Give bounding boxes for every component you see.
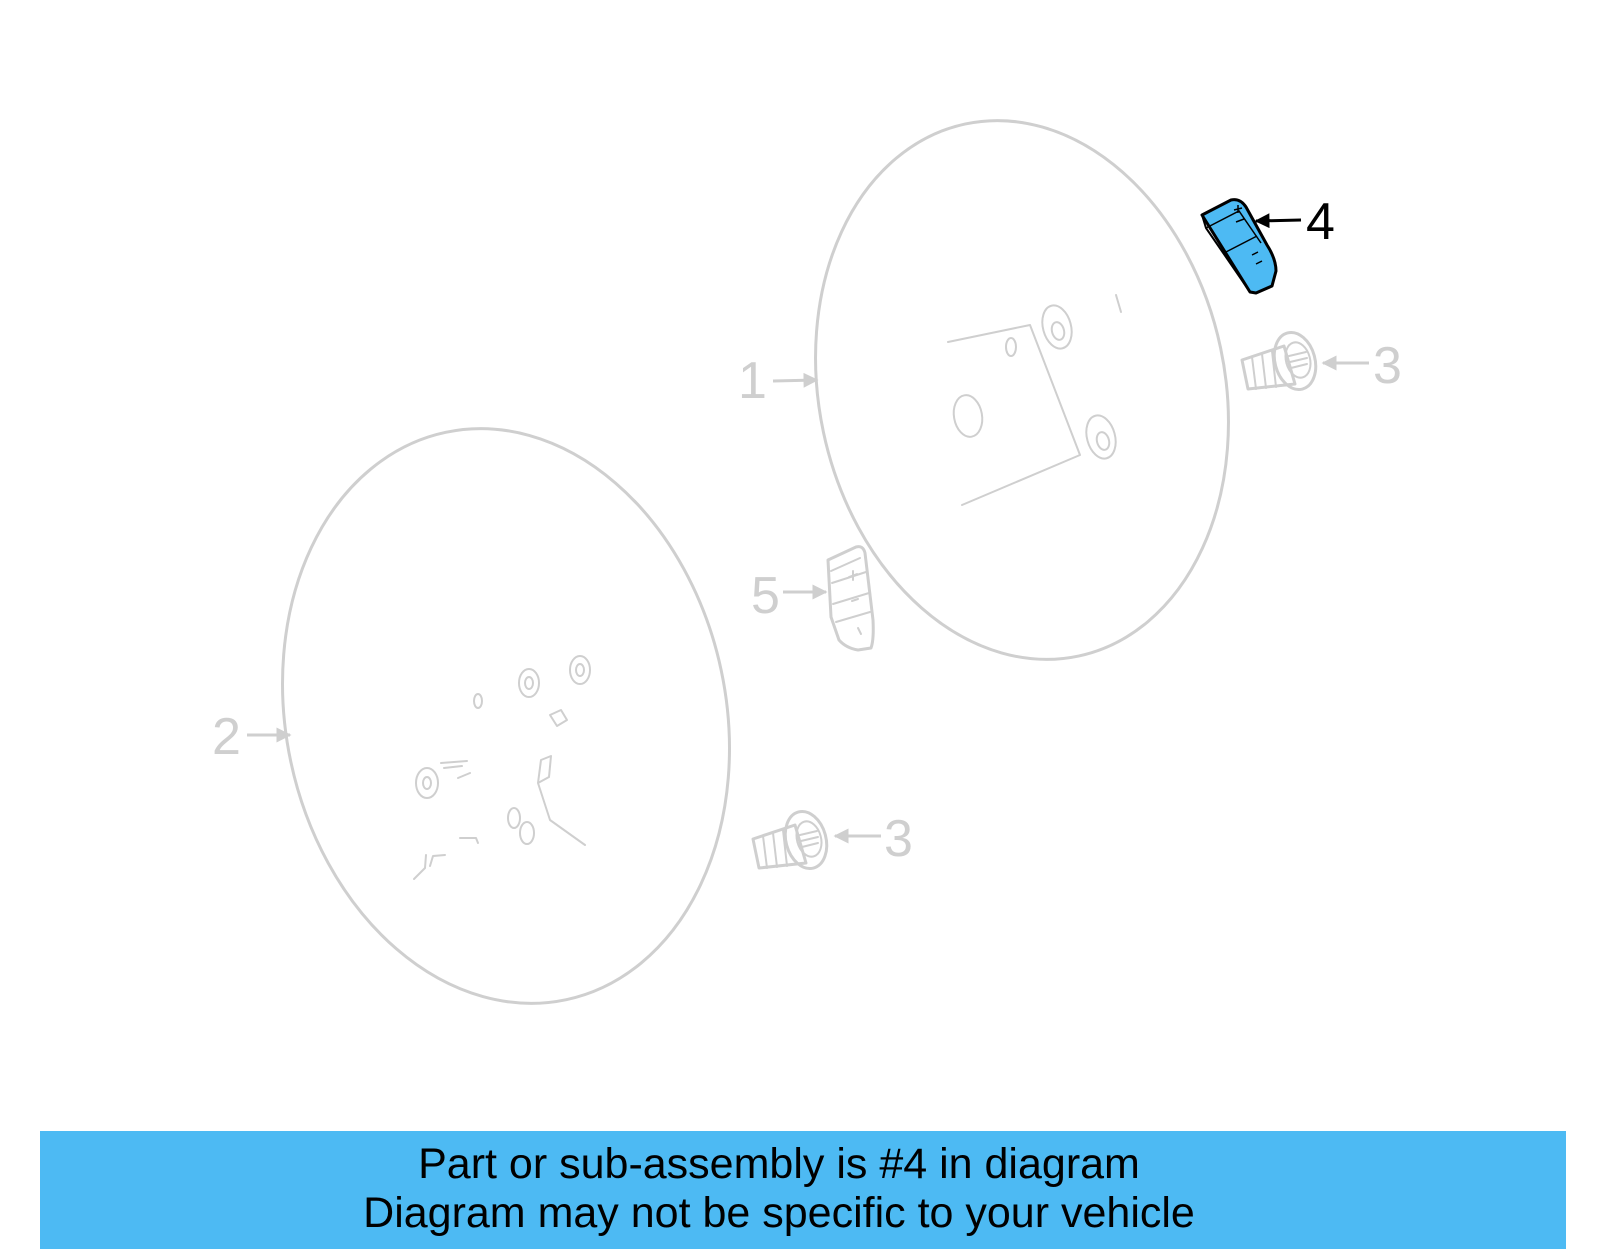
bolt-lower[interactable] bbox=[751, 807, 833, 873]
info-banner: Part or sub-assembly is #4 in diagram Di… bbox=[40, 1131, 1566, 1249]
callout-label-4: 4 bbox=[1306, 193, 1335, 251]
banner-line-part-number: Part or sub-assembly is #4 in diagram bbox=[418, 1140, 1140, 1188]
callout-label-3-lower: 3 bbox=[884, 810, 913, 868]
steering-wheel-1[interactable] bbox=[767, 82, 1277, 699]
bolt-upper[interactable] bbox=[1240, 328, 1322, 394]
callout-label-5: 5 bbox=[751, 567, 780, 625]
banner-line-disclaimer: Diagram may not be specific to your vehi… bbox=[363, 1189, 1195, 1237]
steering-wheel-2[interactable] bbox=[231, 387, 782, 1046]
switch-highlighted[interactable] bbox=[1200, 198, 1278, 295]
callout-arrow-1 bbox=[772, 372, 819, 388]
callout-label-2: 2 bbox=[212, 708, 241, 766]
switch-other[interactable] bbox=[826, 545, 875, 652]
callout-arrow-4 bbox=[1254, 213, 1302, 229]
callout-label-1: 1 bbox=[738, 352, 767, 410]
callout-label-3-upper: 3 bbox=[1373, 337, 1402, 395]
